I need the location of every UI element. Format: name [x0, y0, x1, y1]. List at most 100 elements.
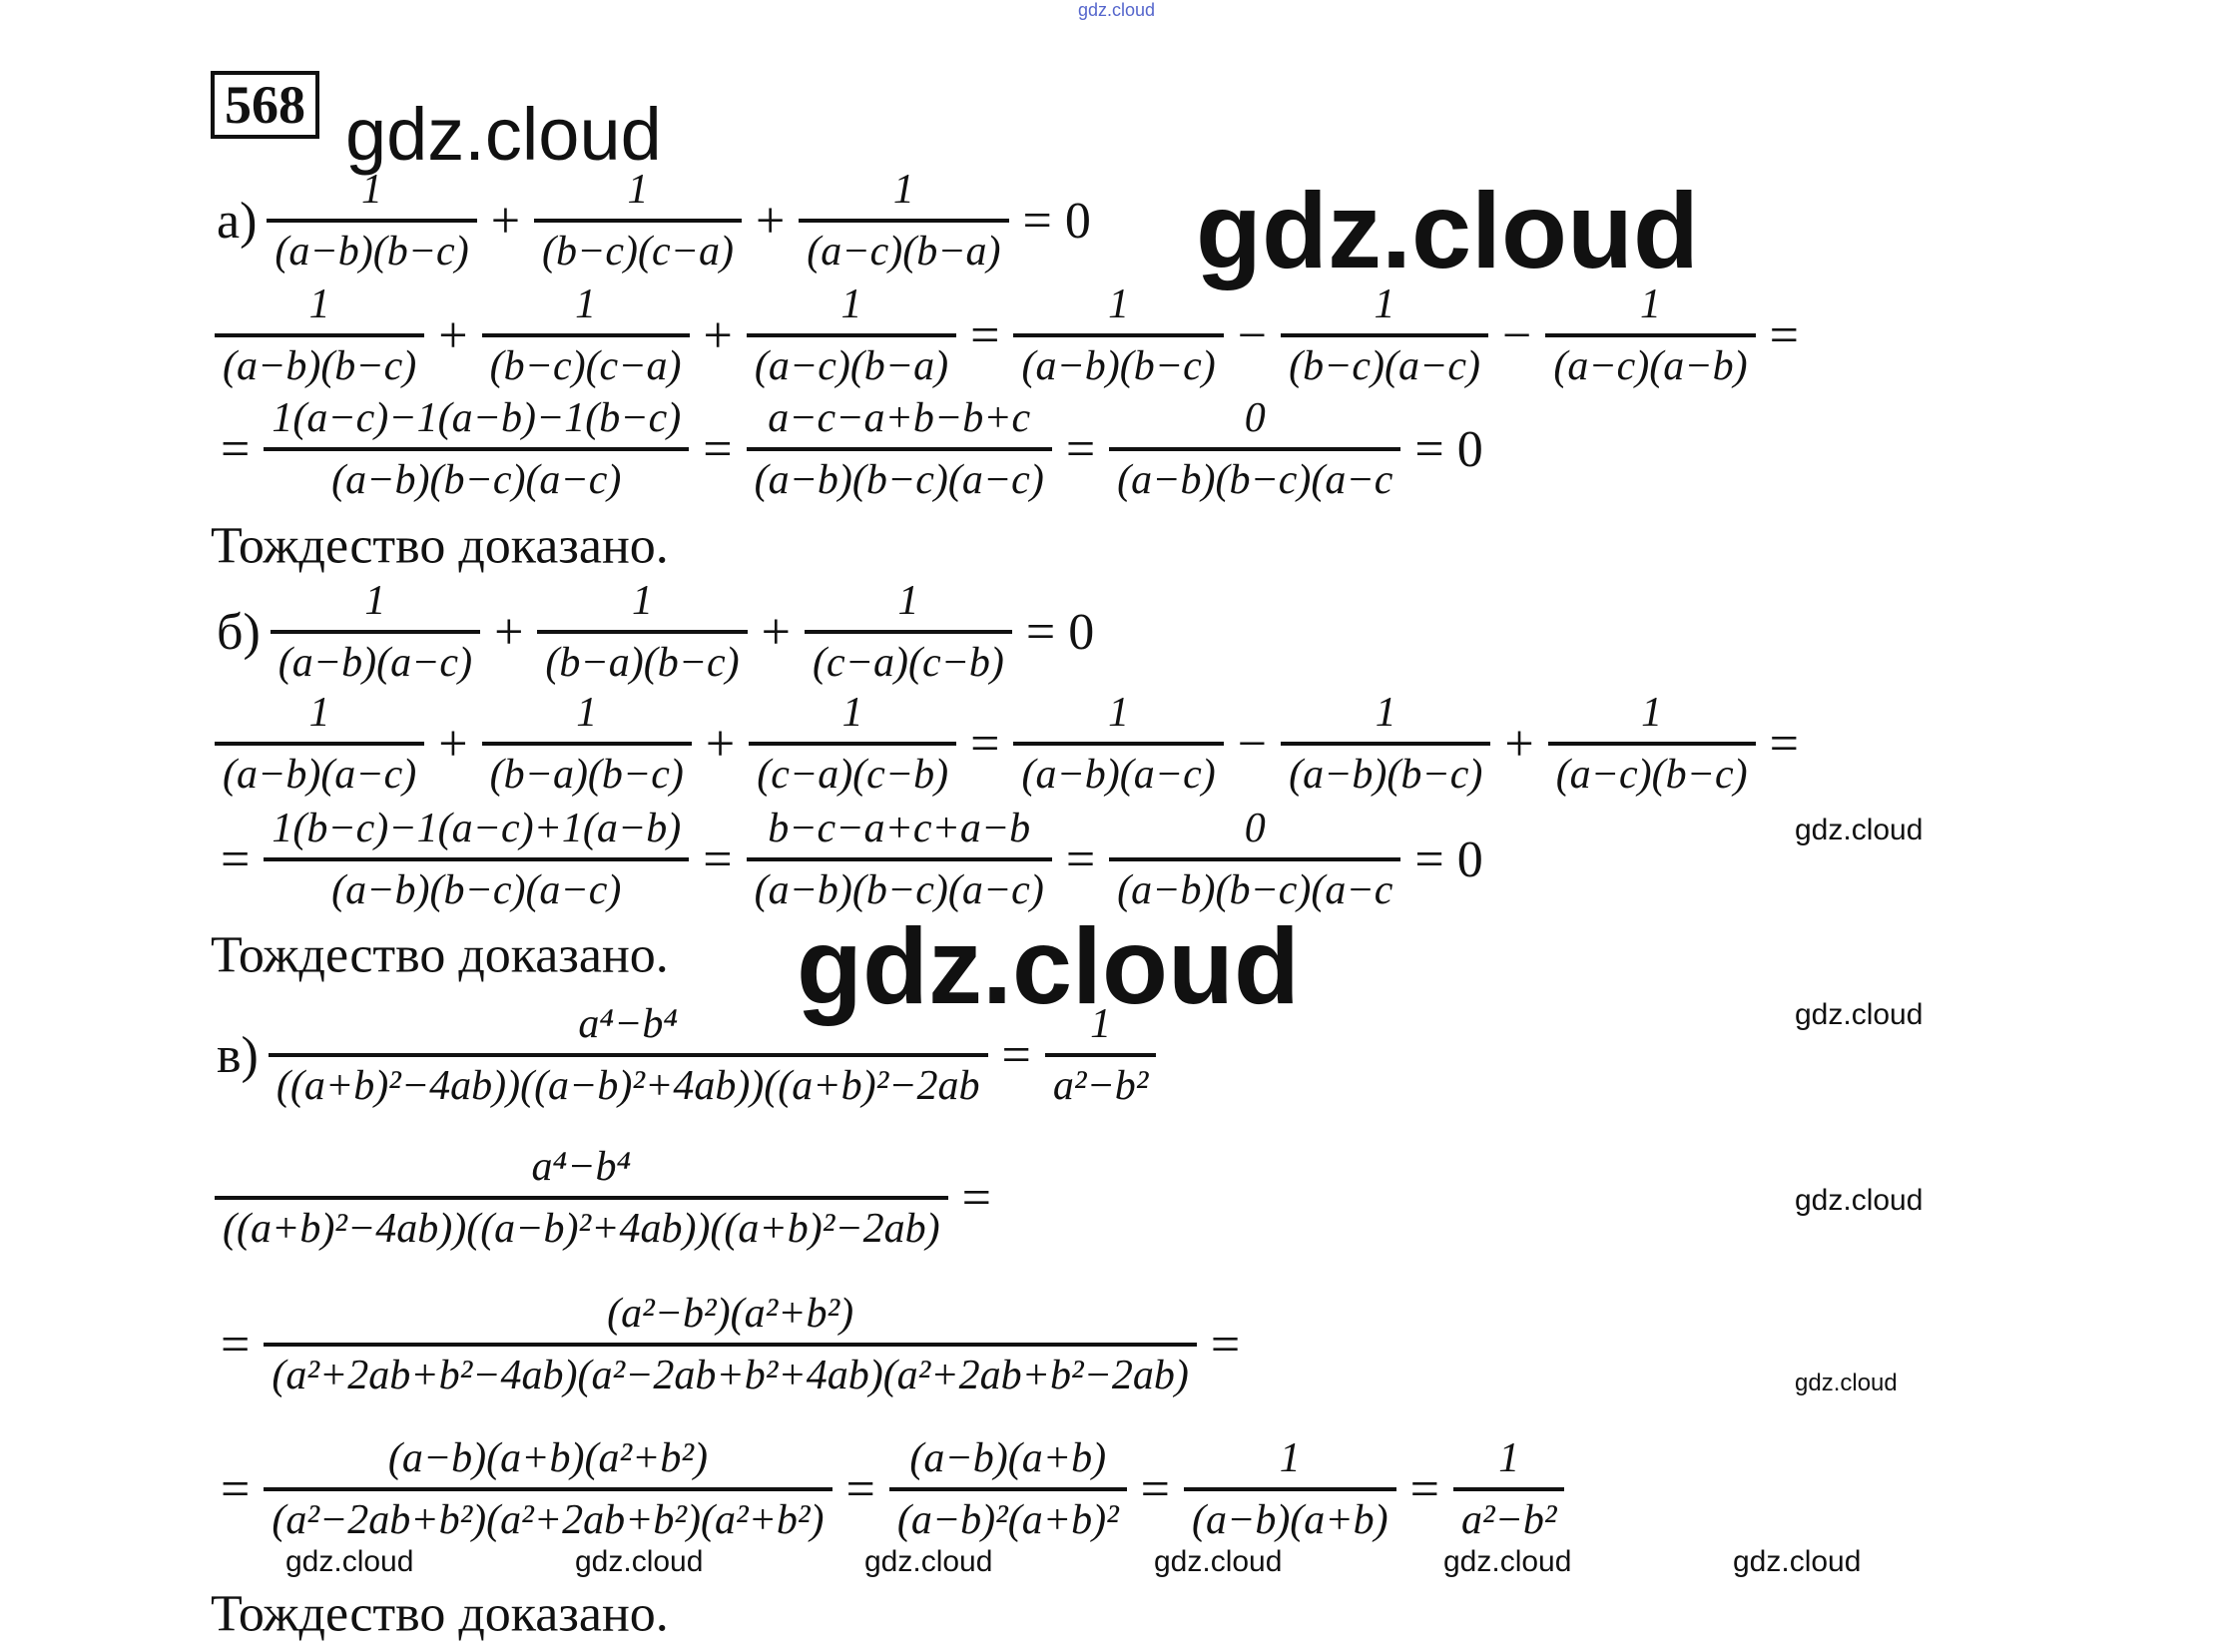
fraction: 0(a−b)(b−c)(a−c [1109, 393, 1401, 505]
fraction-bar [1044, 1053, 1157, 1057]
denominator: (c−a)(c−b) [757, 752, 949, 798]
fraction: 1(a−c)(a−b) [1545, 279, 1756, 391]
fraction-bar [799, 219, 1009, 223]
equation-line: =1(b−c)−1(a−c)+1(a−b)(a−b)(b−c)(a−c)=b−c… [211, 804, 1493, 915]
numerator: 1 [1639, 281, 1661, 327]
denominator: (a−b)(b−c) [275, 229, 469, 275]
numerator: 1 [364, 578, 386, 624]
watermark: gdz.cloud [864, 1545, 993, 1578]
operator: = [1001, 1026, 1031, 1084]
denominator: (a−b)(b−c)(a−c [1117, 867, 1393, 913]
numerator: 1 [840, 281, 862, 327]
denominator: (c−a)(c−b) [813, 640, 1004, 686]
operator: = 0 [1414, 830, 1483, 888]
part-label: б) [217, 603, 261, 661]
watermark: gdz.cloud [1078, 0, 1156, 20]
fraction-bar [270, 630, 481, 634]
fraction: (a−b)(a+b)(a−b)²(a+b)² [888, 1433, 1127, 1545]
denominator: ((a+b)²−4ab))((a−b)²+4ab))((a+b)²−2ab) [223, 1206, 940, 1252]
operator: = [970, 715, 1000, 773]
fraction-bar [1109, 857, 1401, 861]
numerator: 1 [892, 167, 914, 213]
numerator: b−c−a+c+a−b [768, 806, 1031, 851]
equation-line: б)1(a−b)(a−c)+1(b−a)(b−c)+1(c−a)(c−b)= 0 [211, 576, 1104, 688]
fraction: 1 (a−c)(b−a) [799, 165, 1009, 276]
operator: − [1237, 715, 1268, 773]
numerator: 1 [1108, 281, 1130, 327]
fraction: 1(b−c)(c−a) [481, 279, 690, 391]
watermark: gdz.cloud [285, 1545, 414, 1578]
denominator: (a−b)(a+b) [1191, 1497, 1388, 1543]
fraction: 1(b−a)(b−c) [537, 576, 748, 688]
operator: = [1065, 420, 1096, 478]
operator: = [221, 1460, 251, 1518]
watermark: gdz.cloud [1795, 998, 1924, 1031]
numerator: 1 [1375, 690, 1396, 736]
operator: = [221, 420, 251, 478]
fraction-bar [268, 1053, 988, 1057]
denominator: (a−b)(b−c)(a−c) [331, 457, 622, 503]
numerator: (a²−b²)(a²+b²) [607, 1291, 854, 1337]
operator: = [961, 1169, 991, 1227]
fraction-bar [215, 742, 425, 746]
equation-line: 1(a−b)(b−c)+1(b−c)(c−a)+1(a−c)(b−a)=1(a−… [211, 279, 1809, 391]
watermark: gdz.cloud [1795, 814, 1924, 846]
equation-line: 1(a−b)(a−c) +1 (b−a)(b−c) +1 (c−a)(c−b) = 1 (a−… [211, 688, 1809, 800]
watermark: gdz.cloud [1795, 1184, 1924, 1217]
denominator: (a−b)(a−c) [223, 752, 417, 798]
fraction-bar [1183, 1487, 1396, 1491]
fraction: 1(a−c)−1(a−b)−1(b−c)(a−b)(b−c)(a−c) [264, 393, 690, 505]
fraction: b−c−a+c+a−b (a−b)(b−c)(a−c) [746, 804, 1052, 915]
numerator: 1 [627, 167, 649, 213]
denominator: (a−c)(b−c) [1555, 752, 1748, 798]
fraction-bar [1281, 742, 1491, 746]
fraction-bar [537, 630, 748, 634]
proved-statement: Тождество доказано. [211, 1585, 669, 1643]
denominator: (a−b)(b−c) [1289, 752, 1483, 798]
watermark: gdz.cloud [797, 905, 1300, 1026]
numerator: a−c−a+b−b+c [768, 395, 1031, 441]
denominator: (a−b)(a−c) [277, 640, 473, 686]
denominator: (a−b)(b−c) [1021, 343, 1216, 389]
fraction: 1 (a−b)(b−c) [1013, 279, 1224, 391]
denominator: (a−c)(b−a) [754, 343, 949, 389]
fraction-bar [1109, 447, 1401, 451]
fraction: 1 (a−b)(b−c) [1281, 688, 1491, 800]
denominator: (a−b)(b−c) [223, 343, 417, 389]
numerator: 1 [1108, 690, 1130, 736]
operator: − [1237, 306, 1268, 364]
numerator: a⁴−b⁴ [578, 1001, 678, 1047]
fraction-bar [264, 1343, 1197, 1347]
fraction: (a²−b²)(a²+b²)(a²+2ab+b²−4ab)(a²−2ab+b²+… [264, 1289, 1197, 1400]
numerator: 1 [361, 167, 383, 213]
operator: = [1065, 830, 1096, 888]
operator: = [1769, 306, 1799, 364]
fraction-bar [264, 1487, 832, 1491]
numerator: 1 [308, 281, 330, 327]
fraction-bar [1545, 333, 1756, 337]
denominator: (b−a)(b−c) [489, 752, 684, 798]
watermark: gdz.cloud [1443, 1545, 1572, 1578]
fraction: 1(c−a)(c−b) [805, 576, 1012, 688]
fraction: 1(a−b)(a−c) [1013, 688, 1224, 800]
fraction-bar [215, 333, 425, 337]
equation-line: в)a⁴−b⁴((a+b)²−4ab))((a−b)²+4ab))((a+b)²… [211, 999, 1160, 1111]
denominator: (a−c)(b−a) [807, 229, 1001, 275]
fraction: a⁴−b⁴((a+b)²−4ab))((a−b)²+4ab))((a+b)²−2… [268, 999, 988, 1111]
operator: + [438, 306, 468, 364]
fraction: 1(a−b)(a+b) [1183, 1433, 1396, 1545]
part-label: в) [217, 1026, 259, 1084]
fraction-bar [215, 1196, 948, 1200]
operator: + [1504, 715, 1534, 773]
operator: − [1502, 306, 1532, 364]
fraction: 1 (a−b)(b−c) [267, 165, 477, 276]
fraction: 0(a−b)(b−c)(a−c [1109, 804, 1401, 915]
numerator: 0 [1244, 395, 1266, 441]
denominator: (a−b)(b−c)(a−c) [754, 867, 1044, 913]
operator: + [438, 715, 468, 773]
numerator: (a−b)(a+b)(a²+b²) [387, 1435, 708, 1481]
denominator: (a−b)(b−c)(a−c) [331, 867, 622, 913]
operator: = [703, 420, 733, 478]
denominator: (a−b)(b−c)(a−c) [754, 457, 1044, 503]
